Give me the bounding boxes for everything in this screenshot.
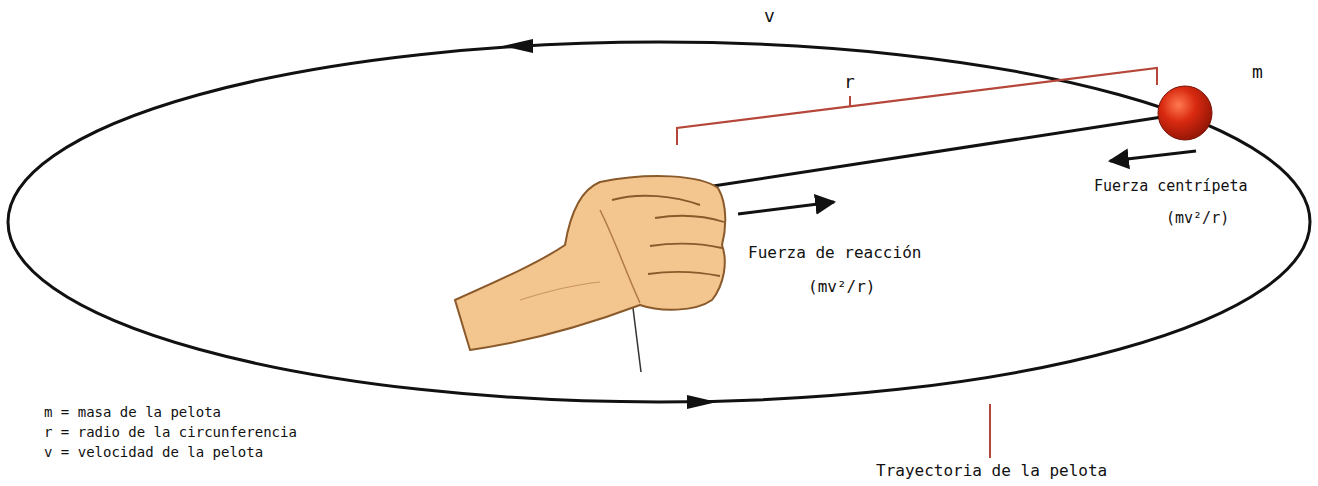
radius-symbol: r — [844, 72, 855, 93]
velocity-symbol: v — [764, 6, 775, 27]
trajectory-label: Trayectoria de la pelota — [876, 462, 1107, 480]
ball-trajectory — [8, 42, 1310, 402]
centripetal-force-arrow — [1110, 151, 1196, 161]
radius-tick — [849, 96, 851, 107]
force-name: Fuerza centrípeta — [1094, 178, 1248, 195]
legend-key: m = masa de la pelota — [44, 404, 221, 420]
legend-key: v = velocidad de la pelota — [44, 444, 263, 460]
mass-symbol: m — [1252, 62, 1263, 83]
fist — [455, 176, 725, 350]
trajectory-arrowhead — [503, 39, 533, 53]
force-formula: (mv²/r) — [808, 278, 875, 296]
radius-bracket — [677, 68, 1157, 145]
string — [700, 117, 1162, 188]
reaction-force-arrow — [738, 202, 834, 214]
force-formula: (mv²/r) — [1166, 210, 1229, 227]
trajectory-arrowhead — [687, 395, 717, 409]
leader-line — [989, 404, 991, 458]
force-name: Fuerza de reacción — [748, 244, 921, 262]
legend-key: r = radio de la circunferencia — [44, 424, 297, 440]
string-tail — [632, 300, 641, 372]
ball — [1158, 86, 1212, 140]
